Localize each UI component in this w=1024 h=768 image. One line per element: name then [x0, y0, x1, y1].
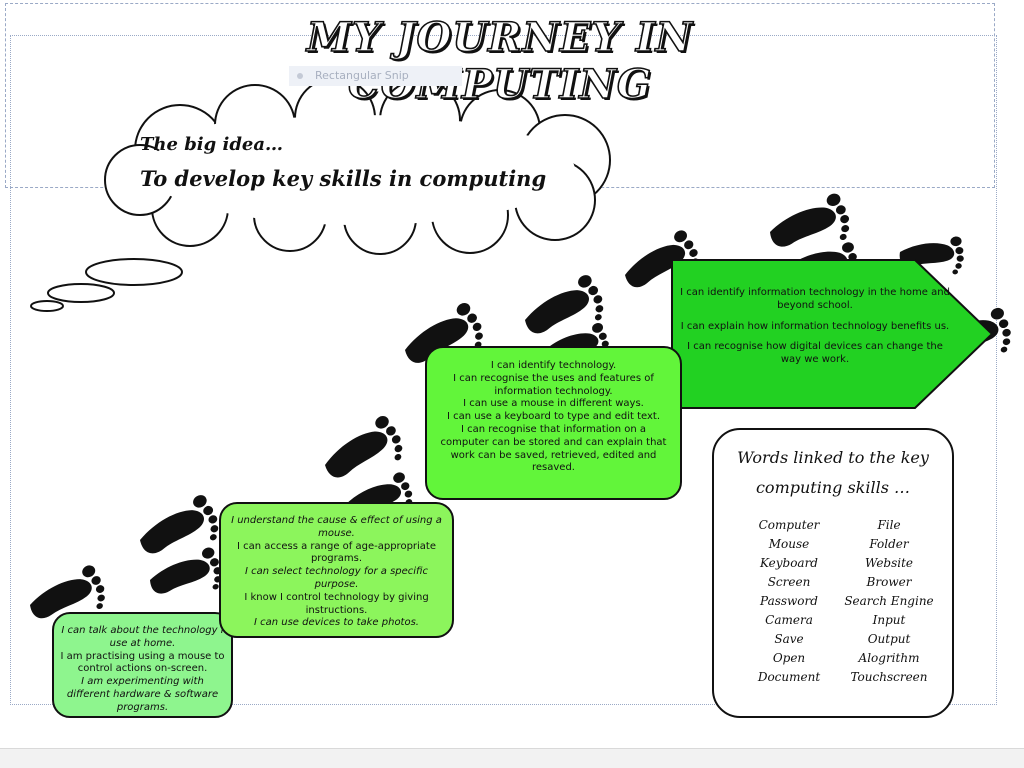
stage-3-line-4: I can use a keyboard to type and edit te… — [446, 411, 661, 423]
stage-2-line-1: I understand the cause & effect of using… — [231, 515, 442, 539]
stage-2-box: I understand the cause & effect of using… — [219, 502, 454, 638]
key-word: Screen — [767, 575, 811, 589]
key-words-right-column: File Folder Website Brower Search Engine… — [834, 516, 944, 687]
stage-2-line-2: I can access a range of age-appropriate … — [236, 540, 437, 565]
stage-3-line-5: I can recognise that information on a co… — [440, 423, 667, 474]
footprint-3 — [145, 545, 228, 610]
stage-3-line-3: I can use a mouse in different ways. — [463, 398, 644, 410]
stage-4-line-1: I can identify information technology in… — [680, 287, 950, 311]
stage-1-line-3: I am experimenting with different hardwa… — [66, 676, 219, 713]
key-word: Touchscreen — [850, 670, 928, 684]
key-word: Brower — [866, 575, 912, 589]
key-word: Camera — [765, 613, 813, 627]
stage-3-line-1: I can identify technology. — [490, 360, 617, 371]
stage-2-line-5: I can use devices to take photos. — [253, 617, 419, 629]
key-word: File — [877, 518, 901, 532]
key-word: Search Engine — [844, 594, 934, 608]
key-word: Save — [774, 632, 804, 646]
key-words-left-column: Computer Mouse Keyboard Screen Password … — [734, 516, 844, 687]
stage-2-line-3: I can select technology for a specific p… — [244, 566, 429, 590]
key-words-heading-1: Words linked to the key — [737, 448, 929, 467]
stage-4-line-3: I can recognise how digital devices can … — [687, 341, 943, 366]
key-word: Document — [757, 670, 821, 684]
stage-3-box: I can identify technology. I can recogni… — [425, 346, 682, 500]
key-word: Mouse — [768, 537, 810, 551]
window-bottom-bar — [0, 748, 1024, 768]
key-word: Keyboard — [759, 556, 818, 570]
key-word: Open — [772, 651, 806, 665]
footprint-4 — [317, 412, 411, 496]
page-title: MY JOURNEY IN COMPUTING — [306, 13, 694, 109]
page-guide-main — [10, 35, 997, 705]
big-idea-text: To develop key skills in computing — [140, 166, 547, 191]
stage-1-line-1: I can talk about the technology I use at… — [61, 625, 224, 649]
snip-tool-label[interactable]: Rectangular Snip — [289, 66, 462, 86]
footprint-10 — [764, 191, 857, 265]
key-word: Folder — [869, 537, 909, 551]
thought-cloud — [30, 77, 611, 312]
key-word: Alogrithm — [858, 651, 920, 665]
stage-4-line-2: I can explain how information technology… — [680, 320, 950, 332]
stage-1-line-2: I am practising using a mouse to control… — [60, 650, 225, 675]
key-words-box: Words linked to the key computing skills… — [712, 428, 954, 718]
key-words-heading-2: computing skills … — [755, 478, 911, 497]
key-word: Computer — [758, 518, 820, 532]
key-word: Input — [872, 613, 906, 627]
stage-4-text: I can identify information technology in… — [680, 287, 950, 367]
key-word: Website — [864, 556, 914, 570]
key-word: Output — [867, 632, 911, 646]
big-idea-heading: The big idea… — [140, 134, 284, 155]
stage-3-line-2: I can recognise the uses and features of… — [453, 372, 654, 397]
snip-dot-icon — [297, 73, 303, 79]
snip-tool-text: Rectangular Snip — [315, 69, 409, 82]
stage-1-box: I can talk about the technology I use at… — [52, 612, 233, 718]
key-word: Password — [760, 594, 818, 608]
stage-2-line-4: I know I control technology by giving in… — [244, 591, 429, 616]
